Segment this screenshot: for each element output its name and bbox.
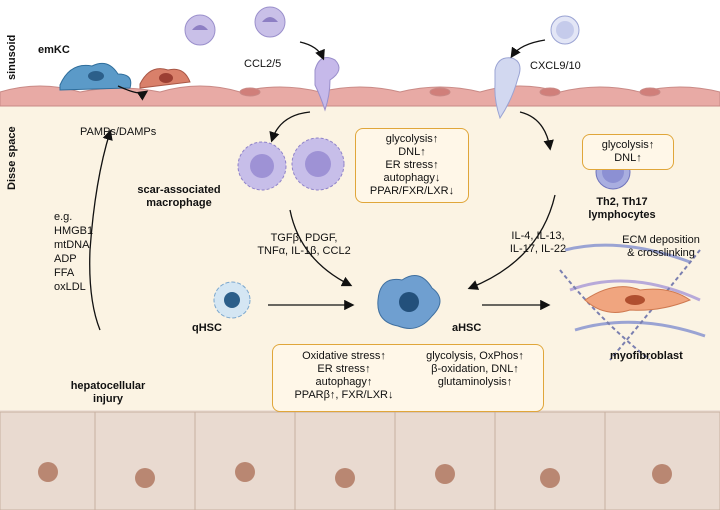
hsc-metabolic-list: glycolysis, OxPhos↑ β-oxidation, DNL↑ gl… xyxy=(413,350,537,389)
box-line: Oxidative stress↑ xyxy=(302,350,386,362)
box-line: DNL↑ xyxy=(398,146,426,158)
injury-line-2: injury xyxy=(93,393,123,405)
box-line: ER stress↑ xyxy=(317,363,371,375)
scar-macrophage-line-2: macrophage xyxy=(146,197,212,209)
hepatocyte-layer xyxy=(0,410,720,510)
scar-macrophage-line-1: scar-associated xyxy=(137,184,221,196)
box-line: β-oxidation, DNL↑ xyxy=(431,363,519,375)
examples-item: mtDNA xyxy=(54,239,90,251)
sinusoid-label: sinusoid xyxy=(6,34,18,80)
examples-item: e.g. xyxy=(54,211,73,223)
macro-cytokines-line-2: TNFα, IL-1β, CCL2 xyxy=(257,245,351,257)
box-line: glycolysis↑ xyxy=(385,133,439,145)
ecm-line-1: ECM deposition xyxy=(622,234,700,246)
examples-item: HMGB1 xyxy=(54,225,94,237)
lymphocytes-label: Th2, Th17 lymphocytes xyxy=(578,196,666,222)
lymphocyte-metabolism-box: glycolysis↑ DNL↑ xyxy=(582,134,674,170)
hsc-metabolism-box: Oxidative stress↑ ER stress↑ autophagy↑ … xyxy=(272,344,544,412)
lymph-cytokines-line-2: IL-17, IL-22 xyxy=(509,243,567,255)
ahsc-label: aHSC xyxy=(452,322,482,334)
kupffer-cell-icon xyxy=(59,62,191,91)
hsc-stress-list: Oxidative stress↑ ER stress↑ autophagy↑ … xyxy=(279,350,409,402)
box-line: glutaminolysis↑ xyxy=(437,376,513,388)
scar-macrophage-label: scar-associated macrophage xyxy=(124,184,234,210)
macrophage-cytokines: TGFβ, PDGF, TNFα, IL-1β, CCL2 xyxy=(244,232,364,258)
ecm-line-2: & crosslinking xyxy=(627,247,695,259)
macrophage-metabolism-box: glycolysis↑ DNL↑ ER stress↑ autophagy↓ P… xyxy=(355,128,469,203)
box-line: glycolysis↑ xyxy=(601,139,655,151)
myofibroblast-label: myofibroblast xyxy=(610,350,683,362)
box-line: autophagy↓ xyxy=(383,172,441,184)
examples-item: oxLDL xyxy=(54,281,86,293)
lymphocyte-icon xyxy=(494,15,580,120)
endothelium xyxy=(0,85,720,107)
box-line: PPARβ↑, FXR/LXR↓ xyxy=(294,389,394,401)
box-line: autophagy↑ xyxy=(315,376,373,388)
hepatic-stellate-cell-icon xyxy=(213,281,251,319)
myofibroblast-icon xyxy=(559,243,706,361)
box-line: glycolysis, OxPhos↑ xyxy=(426,350,524,362)
examples-item: ADP xyxy=(54,253,77,265)
macro-cytokines-line-1: TGFβ, PDGF, xyxy=(270,232,338,244)
ecm-label: ECM deposition & crosslinking xyxy=(606,234,716,260)
examples-item: FFA xyxy=(54,267,75,279)
monocyte-icon xyxy=(184,6,340,112)
box-line: DNL↑ xyxy=(614,152,642,164)
lymphocyte-cytokines: IL-4, IL-13, IL-17, IL-22 xyxy=(498,230,578,256)
lymphocytes-line-1: Th2, Th17 xyxy=(596,196,648,208)
qhsc-label: qHSC xyxy=(192,322,222,334)
macrophage-icon xyxy=(237,137,345,191)
emkc-label: emKC xyxy=(38,44,70,56)
damp-examples-list: e.g. HMGB1 mtDNA ADP FFA oxLDL xyxy=(54,210,93,294)
lymph-cytokines-line-1: IL-4, IL-13, xyxy=(511,230,565,242)
disse-space-label: Disse space xyxy=(6,126,18,190)
activated-stellate-cell-icon xyxy=(377,275,441,329)
lymphocytes-line-2: lymphocytes xyxy=(588,209,656,221)
pamps-damps-label: PAMPs/DAMPs xyxy=(80,126,157,138)
injury-label: hepatocellular injury xyxy=(58,380,158,406)
ccl25-label: CCL2/5 xyxy=(244,58,282,70)
box-line: PPAR/FXR/LXR↓ xyxy=(369,185,455,197)
box-line: ER stress↑ xyxy=(385,159,439,171)
cxcl910-label: CXCL9/10 xyxy=(530,60,581,72)
injury-line-1: hepatocellular xyxy=(70,380,146,392)
